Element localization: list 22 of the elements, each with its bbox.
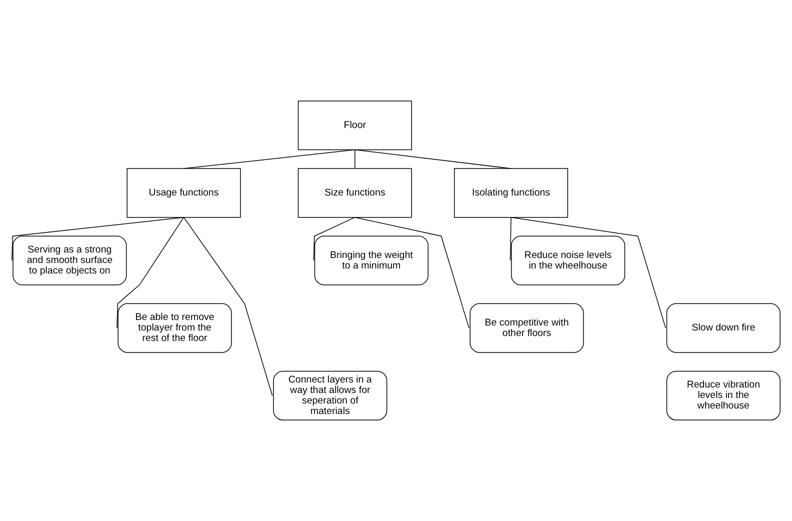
connector xyxy=(116,216,184,328)
connector xyxy=(354,216,470,328)
node-box: Reduce noise levels in the wheelhouse xyxy=(511,236,626,286)
node-box: Slow down fire xyxy=(666,303,780,353)
node-box: Isolating functions xyxy=(454,168,568,218)
connector xyxy=(183,149,356,169)
connector xyxy=(510,216,666,328)
node-box: Serving as a strong and smooth surface to place objects on xyxy=(12,236,127,286)
connector xyxy=(354,149,512,169)
node-box: Floor xyxy=(298,100,412,150)
node-box: Be able to remove toplayer from the rest of the floor xyxy=(118,303,232,353)
node-box: Size functions xyxy=(298,168,412,218)
connector xyxy=(313,216,356,261)
connector xyxy=(354,149,356,169)
node-box: Bringing the weight to a minimum xyxy=(314,236,428,286)
node-box: Usage functions xyxy=(126,168,241,218)
connector xyxy=(183,216,273,396)
node-box: Connect layers in a way that allows for seperation of materials xyxy=(273,370,388,420)
connector xyxy=(510,216,512,261)
node-box: Reduce vibration levels in the wheelhouse xyxy=(666,370,780,420)
node-box: Be competitive with other floors xyxy=(470,303,584,353)
connector xyxy=(12,216,184,261)
